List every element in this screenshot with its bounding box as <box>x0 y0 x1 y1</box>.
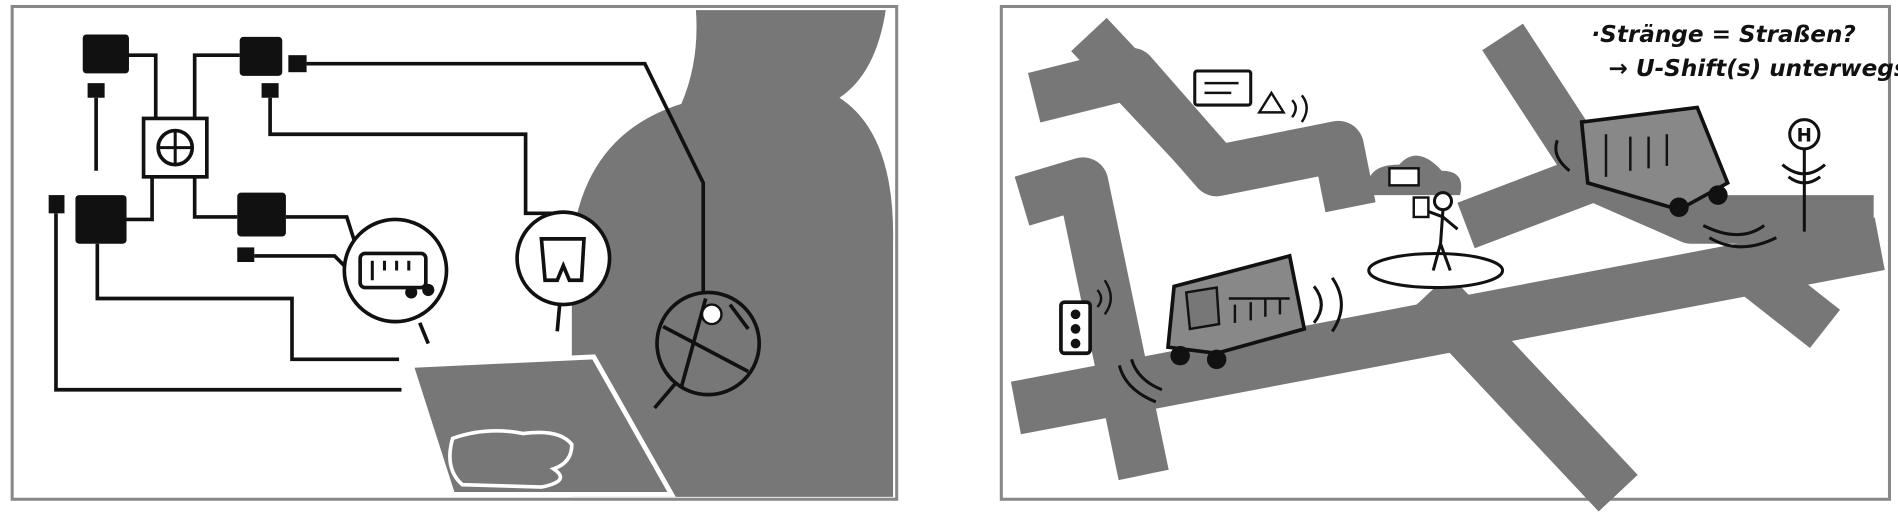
stop-sign-letter: H <box>1797 126 1812 147</box>
message-icon <box>1193 69 1308 123</box>
device-node <box>237 192 286 237</box>
device-node-small <box>288 55 307 73</box>
network-lines <box>54 53 706 410</box>
device-nodes <box>48 34 307 262</box>
left-panel <box>10 4 899 501</box>
globe-icon <box>141 116 209 179</box>
device-node-small <box>237 247 255 262</box>
device-node-small <box>261 83 279 98</box>
bus-stop-sign: H <box>1781 118 1827 232</box>
device-node <box>82 34 129 74</box>
device-node <box>75 195 127 244</box>
bus-icon <box>342 217 449 324</box>
shuttle-bus-front <box>1117 253 1343 404</box>
tablet <box>407 354 676 497</box>
pedestrian <box>1367 155 1505 290</box>
traffic-light-icon <box>1059 279 1113 356</box>
device-node <box>239 36 283 76</box>
warning-icon <box>1257 90 1286 114</box>
map-icon <box>655 290 762 397</box>
device-node-small <box>87 83 105 98</box>
note-line-2: → U-Shift(s) unterwegs <box>1608 56 1898 82</box>
right-panel: H ·Stränge = Straßen? → U-Shift(s) unter… <box>999 4 1898 512</box>
note-line-1: ·Stränge = Straßen? <box>1591 22 1855 48</box>
toilet-icon <box>515 210 612 307</box>
hand <box>448 429 574 489</box>
shuttle-bus-back <box>1554 105 1778 249</box>
signal-icon <box>1291 94 1308 123</box>
person-silhouette <box>571 10 894 497</box>
device-node-small <box>48 195 65 214</box>
